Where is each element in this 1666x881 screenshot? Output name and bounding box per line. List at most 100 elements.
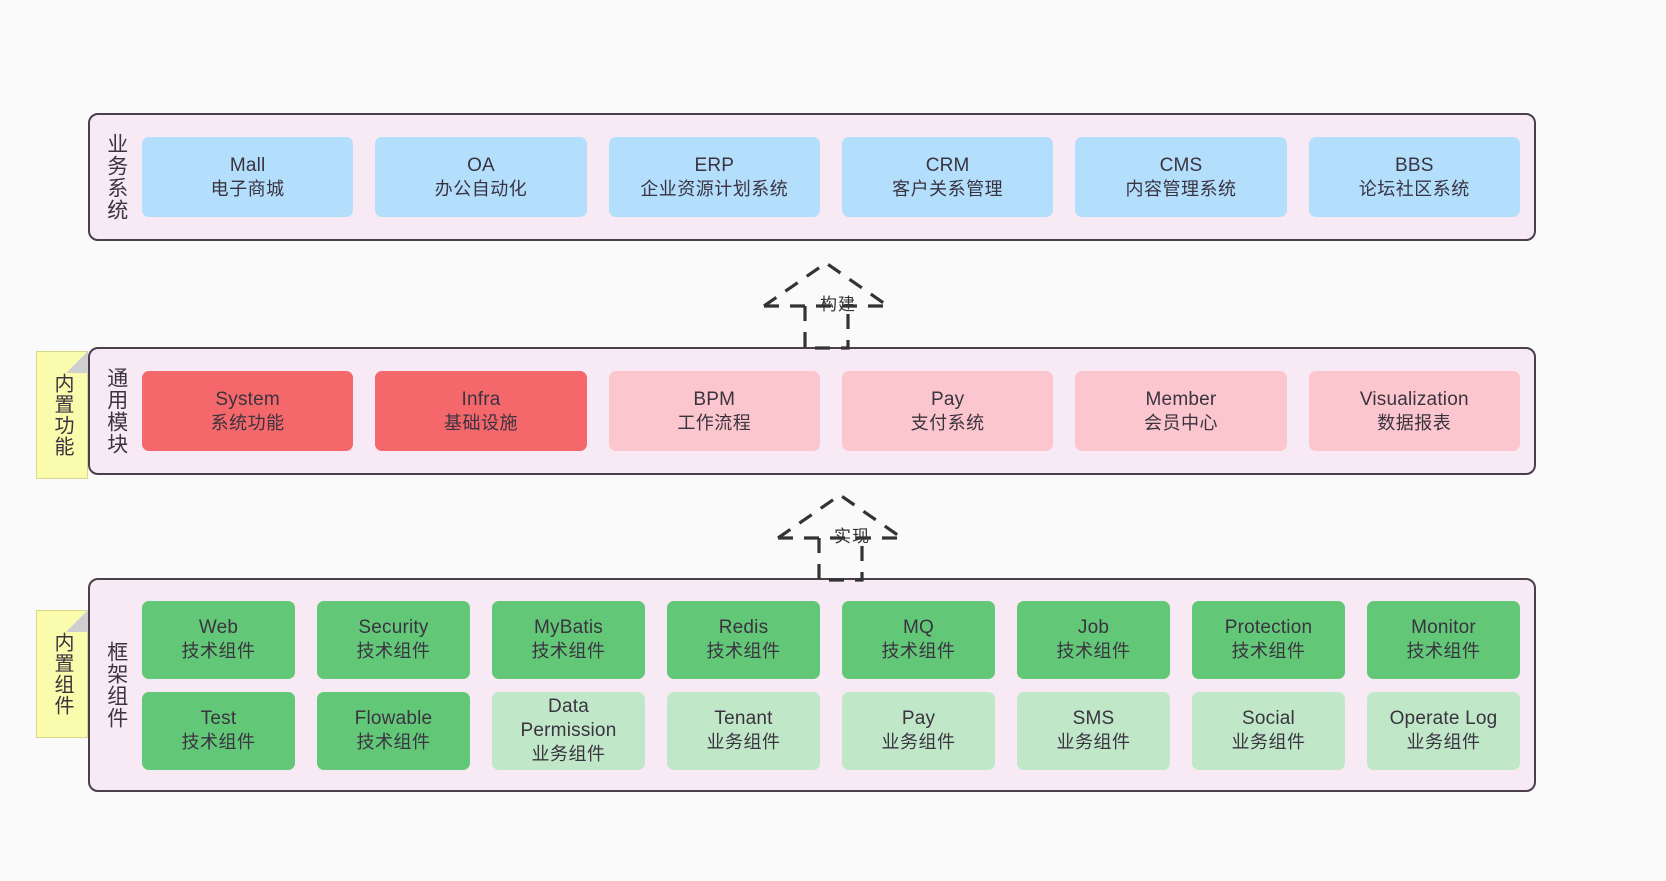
card-tenant-subtitle: 业务组件 <box>706 732 781 753</box>
layer-framework-components-title: 框架组件 <box>104 641 128 729</box>
card-protection[interactable]: Protection 技术组件 <box>1192 600 1345 679</box>
card-pay-component-subtitle: 业务组件 <box>881 732 956 753</box>
card-pay-module-subtitle: 支付系统 <box>910 412 985 433</box>
card-bbs-title: BBS <box>1394 154 1434 176</box>
card-cms-subtitle: 内容管理系统 <box>1125 178 1237 199</box>
common-modules-row: System 系统功能 Infra 基础设施 BPM 工作流程 Pay 支付系统… <box>142 371 1520 451</box>
business-components-row: Test 技术组件 Flowable 技术组件 Data Permission … <box>142 691 1520 770</box>
card-crm[interactable]: CRM 客户关系管理 <box>841 137 1054 217</box>
card-visualization[interactable]: Visualization 数据报表 <box>1308 371 1520 451</box>
card-visualization-subtitle: 数据报表 <box>1377 412 1452 433</box>
card-redis-subtitle: 技术组件 <box>706 641 781 662</box>
card-member-subtitle: 会员中心 <box>1143 412 1218 433</box>
card-protection-subtitle: 技术组件 <box>1231 641 1306 662</box>
card-social[interactable]: Social 业务组件 <box>1192 691 1345 770</box>
card-flowable[interactable]: Flowable 技术组件 <box>317 691 470 770</box>
card-test-title: Test <box>200 708 237 730</box>
note-builtin-components-label: 内置组件 <box>51 632 73 716</box>
card-crm-title: CRM <box>925 154 970 176</box>
card-monitor-title: Monitor <box>1411 617 1476 639</box>
card-data-permission-title: Data Permission <box>520 696 617 742</box>
business-systems-row: Mall 电子商城 OA 办公自动化 ERP 企业资源计划系统 CRM 客户关系… <box>142 137 1520 217</box>
card-web-subtitle: 技术组件 <box>181 641 256 662</box>
card-web-title: Web <box>198 617 239 639</box>
card-visualization-title: Visualization <box>1359 388 1469 410</box>
layer-business-systems: 业务系统 Mall 电子商城 OA 办公自动化 ERP 企业资源计划系统 CRM… <box>88 113 1536 241</box>
card-social-title: Social <box>1242 708 1295 730</box>
layer-common-modules-title: 通用模块 <box>104 367 128 455</box>
card-system-title: System <box>215 388 280 410</box>
card-mybatis[interactable]: MyBatis 技术组件 <box>492 600 645 679</box>
card-monitor-subtitle: 技术组件 <box>1406 641 1481 662</box>
card-tenant[interactable]: Tenant 业务组件 <box>667 691 820 770</box>
card-bbs-subtitle: 论坛社区系统 <box>1358 178 1470 199</box>
card-job-subtitle: 技术组件 <box>1056 641 1131 662</box>
card-sms-subtitle: 业务组件 <box>1056 732 1131 753</box>
card-test[interactable]: Test 技术组件 <box>142 691 295 770</box>
card-tenant-title: Tenant <box>714 708 773 730</box>
card-cms-title: CMS <box>1159 154 1203 176</box>
card-mall-title: Mall <box>229 154 266 176</box>
connector-build: 构建 <box>758 258 918 350</box>
card-sms-title: SMS <box>1072 708 1115 730</box>
card-operate-log[interactable]: Operate Log 业务组件 <box>1367 691 1520 770</box>
layer-business-systems-body: Mall 电子商城 OA 办公自动化 ERP 企业资源计划系统 CRM 客户关系… <box>142 115 1534 239</box>
card-operate-log-subtitle: 业务组件 <box>1406 732 1481 753</box>
card-oa-subtitle: 办公自动化 <box>434 178 528 199</box>
card-mall[interactable]: Mall 电子商城 <box>142 137 354 217</box>
card-pay-module[interactable]: Pay 支付系统 <box>841 371 1054 451</box>
card-bpm[interactable]: BPM 工作流程 <box>608 371 820 451</box>
card-flowable-subtitle: 技术组件 <box>356 732 431 753</box>
card-mybatis-title: MyBatis <box>534 617 603 639</box>
card-mq[interactable]: MQ 技术组件 <box>842 600 995 679</box>
tech-components-row: Web 技术组件 Security 技术组件 MyBatis 技术组件 Redi… <box>142 600 1520 679</box>
card-oa-title: OA <box>467 154 495 176</box>
note-builtin-features: 内置功能 <box>36 351 88 479</box>
card-redis[interactable]: Redis 技术组件 <box>667 600 820 679</box>
card-erp-subtitle: 企业资源计划系统 <box>640 178 789 199</box>
layer-common-modules-body: System 系统功能 Infra 基础设施 BPM 工作流程 Pay 支付系统… <box>142 349 1534 473</box>
generalization-arrow-icon <box>763 261 889 350</box>
card-security-title: Security <box>358 617 429 639</box>
card-monitor[interactable]: Monitor 技术组件 <box>1367 600 1520 679</box>
card-flowable-title: Flowable <box>354 708 433 730</box>
generalization-arrow-icon <box>777 493 903 582</box>
card-web[interactable]: Web 技术组件 <box>142 600 295 679</box>
card-bbs[interactable]: BBS 论坛社区系统 <box>1308 137 1520 217</box>
card-erp[interactable]: ERP 企业资源计划系统 <box>608 137 820 217</box>
note-builtin-components: 内置组件 <box>36 610 88 738</box>
card-operate-log-title: Operate Log <box>1389 708 1498 730</box>
card-data-permission[interactable]: Data Permission 业务组件 <box>492 691 645 770</box>
card-pay-module-title: Pay <box>930 388 965 410</box>
card-member[interactable]: Member 会员中心 <box>1075 371 1287 451</box>
card-infra-subtitle: 基础设施 <box>443 412 518 433</box>
card-oa[interactable]: OA 办公自动化 <box>375 137 587 217</box>
connector-implement-label: 实现 <box>834 527 870 546</box>
card-pay-component[interactable]: Pay 业务组件 <box>842 691 995 770</box>
card-mybatis-subtitle: 技术组件 <box>531 641 606 662</box>
card-job[interactable]: Job 技术组件 <box>1017 600 1170 679</box>
card-system-subtitle: 系统功能 <box>210 412 285 433</box>
layer-business-systems-title: 业务系统 <box>104 133 128 221</box>
connector-build-label: 构建 <box>820 295 856 314</box>
layer-framework-components-body: Web 技术组件 Security 技术组件 MyBatis 技术组件 Redi… <box>142 580 1534 790</box>
card-infra[interactable]: Infra 基础设施 <box>375 371 587 451</box>
card-bpm-subtitle: 工作流程 <box>677 412 752 433</box>
card-pay-component-title: Pay <box>901 708 936 730</box>
card-system[interactable]: System 系统功能 <box>142 371 354 451</box>
card-mq-subtitle: 技术组件 <box>881 641 956 662</box>
card-infra-title: Infra <box>461 388 501 410</box>
card-test-subtitle: 技术组件 <box>181 732 256 753</box>
note-builtin-features-label: 内置功能 <box>51 373 73 457</box>
card-erp-title: ERP <box>694 154 735 176</box>
card-mq-title: MQ <box>902 617 934 639</box>
card-security-subtitle: 技术组件 <box>356 641 431 662</box>
card-security[interactable]: Security 技术组件 <box>317 600 470 679</box>
card-bpm-title: BPM <box>693 388 736 410</box>
card-data-permission-subtitle: 业务组件 <box>531 744 606 765</box>
connector-implement: 实现 <box>772 490 932 582</box>
card-sms[interactable]: SMS 业务组件 <box>1017 691 1170 770</box>
layer-common-modules: 通用模块 System 系统功能 Infra 基础设施 BPM 工作流程 Pay… <box>88 347 1536 475</box>
card-cms[interactable]: CMS 内容管理系统 <box>1075 137 1287 217</box>
